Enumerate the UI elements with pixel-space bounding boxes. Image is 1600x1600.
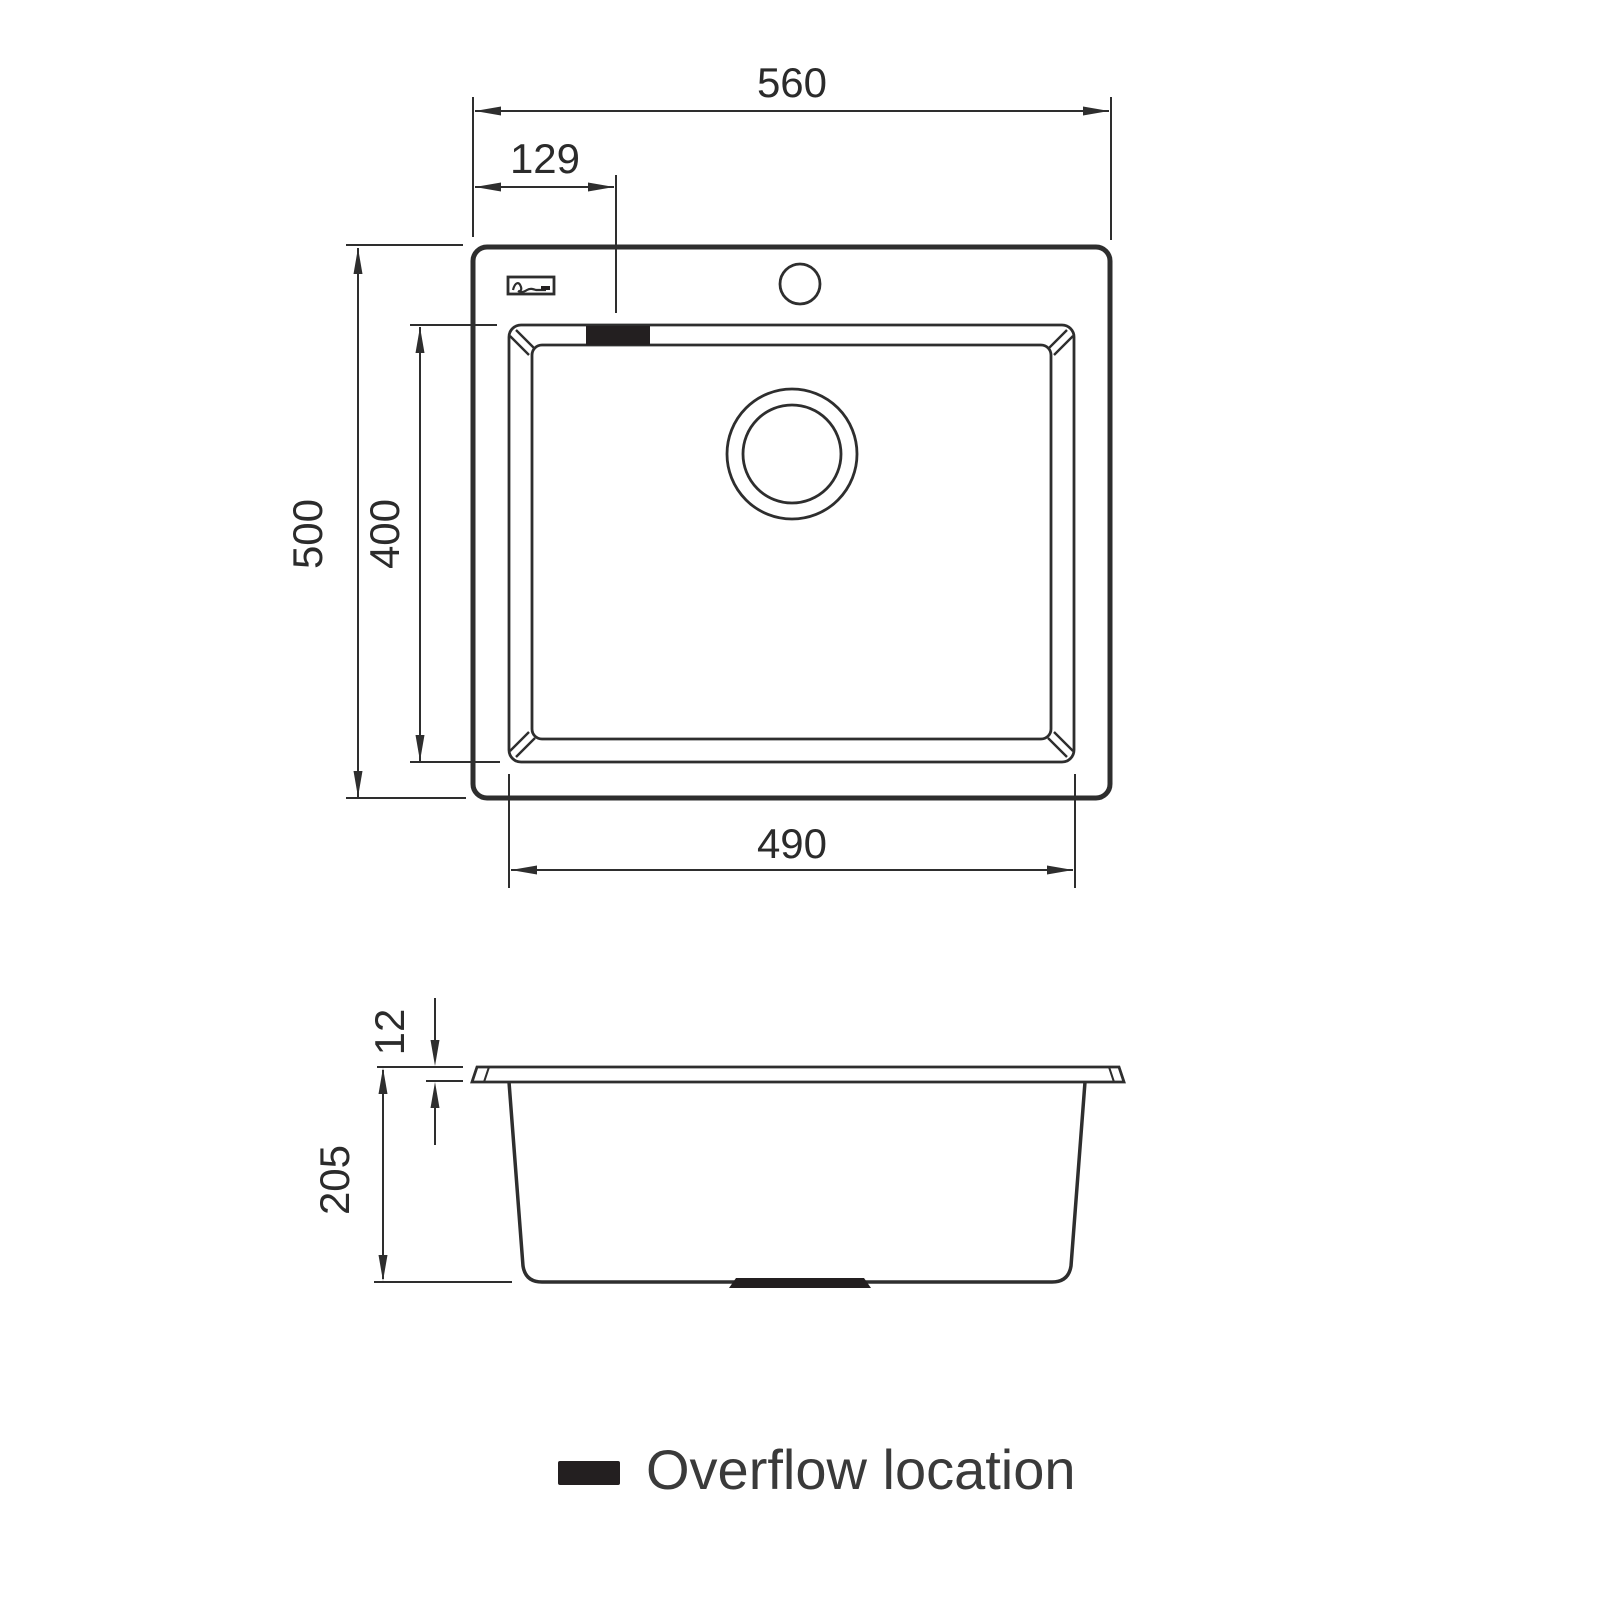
dim-label-overall-depth: 500 — [284, 499, 331, 569]
dim-tap-hole-offset: 129 — [475, 135, 617, 313]
dim-label-bowl-depth: 400 — [361, 499, 408, 569]
dim-label-overall-width: 560 — [757, 59, 827, 106]
sink-outline — [470, 244, 1113, 801]
bowl-floor-edge — [530, 343, 1053, 741]
tap-hole-icon — [778, 262, 822, 306]
dim-label-rim-height: 12 — [366, 1009, 413, 1056]
overflow-legend-swatch — [558, 1461, 620, 1485]
dim-bowl-width: 490 — [508, 774, 1076, 888]
rim-profile — [470, 1065, 1126, 1084]
bowl-top-edge — [507, 323, 1076, 764]
dim-bowl-depth: 400 — [361, 324, 500, 763]
dim-depth: 205 — [311, 1068, 512, 1283]
dim-label-bowl-width: 490 — [757, 820, 827, 867]
dim-overall-width: 560 — [472, 59, 1112, 240]
overflow-marker — [586, 326, 650, 345]
legend: Overflow location — [558, 1438, 1076, 1501]
dim-label-offset: 129 — [510, 135, 580, 182]
plan-view: 560 129 500 400 — [284, 59, 1113, 888]
legend-label: Overflow location — [646, 1438, 1076, 1501]
dim-label-depth: 205 — [311, 1145, 358, 1215]
section-view: 12 205 — [311, 998, 1126, 1288]
bowl-rim — [507, 323, 1076, 764]
dim-overall-depth: 500 — [284, 244, 466, 799]
dim-rim-height: 12 — [366, 998, 463, 1145]
bowl-corner-chamfers — [509, 329, 1074, 758]
brand-logo-icon — [506, 275, 556, 296]
drain-icon — [725, 387, 859, 521]
bowl-profile — [507, 1081, 1087, 1284]
drain-boss-icon — [729, 1278, 871, 1288]
